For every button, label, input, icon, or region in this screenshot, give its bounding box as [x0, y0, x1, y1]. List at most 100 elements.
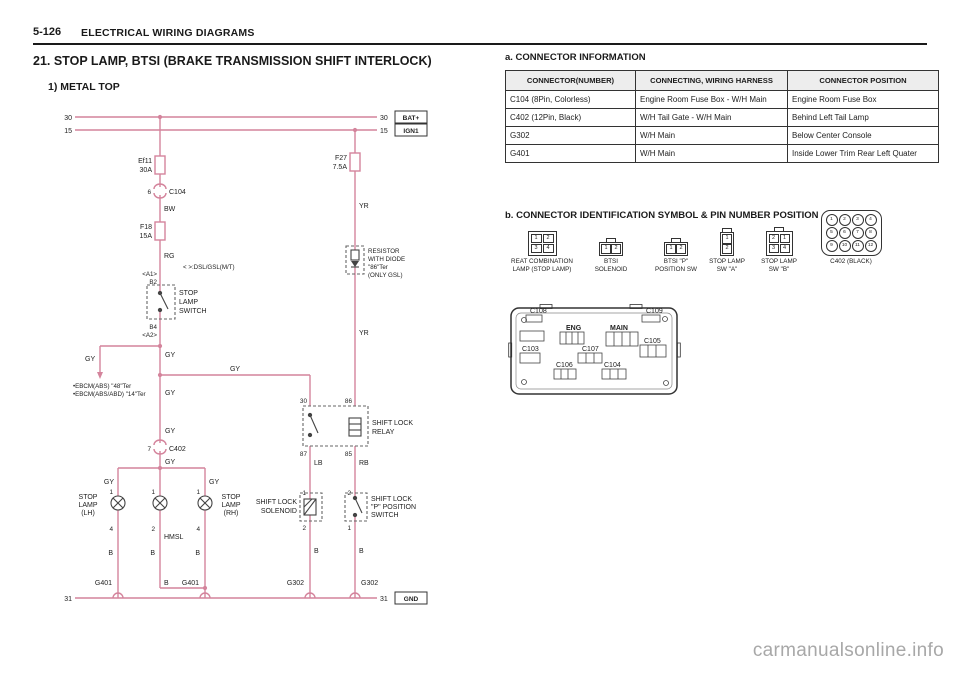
connector-12pin-icon: 1 2 3 4 5 6 7 8 9 10 11 12 [820, 210, 882, 256]
note-a1: <A1> [142, 271, 157, 278]
pin-number: 4 [542, 244, 554, 253]
solenoid-l1: SHIFT LOCK [256, 499, 297, 506]
lamp-lh-l1: STOP [79, 494, 98, 501]
pin-number: 3 [768, 244, 779, 253]
connector-latch [671, 238, 681, 242]
c402-pin: 7 [147, 446, 151, 453]
page-number: 5-126 [33, 26, 62, 38]
fusebox-label: C106 [556, 362, 573, 369]
fuse-f27-amp: 7.5A [333, 164, 348, 171]
pin-number: 1 [825, 214, 838, 226]
bat-box-label: BAT+ [403, 115, 420, 122]
table-cell: W/H Main [635, 126, 788, 145]
pin-number: 10 [838, 240, 851, 252]
table-cell: G401 [505, 144, 636, 163]
pin-number: 4 [864, 214, 877, 226]
wire-b-rh: B [195, 550, 200, 557]
pin-number: 3 [851, 214, 864, 226]
pin-number: 2 [676, 244, 686, 254]
pin-number: 2 [611, 244, 621, 254]
lamp-lh-l3: (LH) [81, 510, 95, 517]
fusebox-label: C108 [530, 308, 547, 315]
note-ebcm2: •EBCM(ABS/ABD) "14"Ter [73, 391, 146, 398]
pin-number: 11 [851, 240, 864, 252]
resistor-l4: (ONLY GSL) [368, 272, 403, 279]
ign-box-label: IGN1 [403, 128, 419, 135]
wire-rg: RG [164, 253, 175, 260]
component-symbols [110, 245, 369, 522]
pin-number: 2 [542, 234, 554, 243]
terminal-boxes: BAT+ IGN1 GND [394, 110, 428, 605]
table-cell: C104 (8Pin, Colorless) [505, 90, 636, 109]
caption-line: POSITION SW [655, 266, 697, 274]
wire-lb: LB [314, 460, 323, 467]
solenoid-pin1: 1 [302, 490, 306, 497]
wire-gy1: GY [85, 356, 95, 363]
resistor-l1: RESISTOR [368, 248, 400, 255]
c104-pin: 6 [147, 189, 151, 196]
table-cell: W/H Main [635, 144, 788, 163]
fuse-box-illustration: C108 C109 ENG MAIN C103 C107 C105 C106 C… [508, 303, 684, 401]
lamp-rh-l1: STOP [222, 494, 241, 501]
pin-number: 1 [666, 244, 676, 254]
wire-bw: BW [164, 206, 176, 213]
wire-b-lh: B [108, 550, 113, 557]
fuse-box-svg: C108 C109 ENG MAIN C103 C107 C105 C106 C… [508, 304, 681, 395]
stop-switch-l2: LAMP [179, 299, 198, 306]
wiring-diagram-svg: BAT+ IGN1 GND 30 30 15 15 31 31 Ef11 30A… [64, 110, 428, 605]
connector-4pin-grid-icon: 2 1 3 4 [765, 231, 793, 256]
pin-number: 2 [768, 234, 779, 243]
wire-gy5: GY [165, 428, 175, 435]
relay-pin85: 85 [345, 451, 353, 458]
heading-connector-information: a. CONNECTOR INFORMATION [505, 52, 646, 63]
caption-line: C402 (BLACK) [830, 258, 872, 265]
gnd-box-label: GND [404, 596, 419, 603]
fuse-f27-name: F27 [335, 155, 347, 162]
fusebox-label: C107 [582, 346, 599, 353]
fuse-box-labels: C108 C109 ENG MAIN C103 C107 C105 C106 C… [522, 308, 663, 369]
lamp-rh-l2: LAMP [221, 502, 240, 509]
symbol-btsi-solenoid: 1 2 [583, 206, 639, 256]
stop-switch-l3: SWITCH [179, 308, 207, 315]
symbol-caption: C402 (BLACK) [815, 258, 887, 266]
pin-number: 6 [838, 227, 851, 239]
ground-b-mid: B [164, 580, 169, 587]
connector-2pin-vertical-icon: 1 2 [720, 232, 734, 256]
pin-number: 4 [779, 244, 790, 253]
symbol-caption: REAT COMBINATION LAMP (STOP LAMP) [503, 258, 581, 274]
fuse-box-blocks [519, 314, 669, 386]
connector-4pin-icon: 1 2 3 4 [527, 231, 557, 256]
caption-line: STOP LAMP [761, 258, 797, 265]
rail31-left: 31 [64, 596, 72, 603]
lamp-rh-l3: (RH) [224, 510, 239, 517]
fusebox-label: ENG [566, 325, 582, 332]
pin-number: 2 [722, 244, 732, 254]
pin-number: 2 [838, 214, 851, 226]
section-subtitle: 1) METAL TOP [48, 81, 120, 93]
pin-number: 1 [601, 244, 611, 254]
caption-line: LAMP (STOP LAMP) [512, 266, 572, 274]
table-cell: Behind Left Tail Lamp [787, 108, 939, 127]
wire-gy3: GY [230, 366, 240, 373]
table-cell: Engine Room Fuse Box [787, 90, 939, 109]
table-cell: Inside Lower Trim Rear Left Quater [787, 144, 939, 163]
symbol-caption: BTSI "P" POSITION SW [647, 258, 705, 274]
fusebox-label: C104 [604, 362, 621, 369]
note-dsl: < >:DSL/GSL(M/T) [183, 264, 235, 271]
caption-line: STOP LAMP [709, 258, 745, 265]
header-cell: CONNECTOR(NUMBER) [505, 70, 636, 91]
symbol-stop-lamp-sw-b: 2 1 3 4 [752, 206, 806, 256]
wire-gy2: GY [165, 352, 175, 359]
pin-number: 1 [530, 234, 542, 243]
wire-yr1: YR [359, 203, 369, 210]
wire-b-hmsl: B [150, 550, 155, 557]
junction-dots [157, 114, 358, 591]
lamp-rh-pin1: 1 [196, 489, 200, 496]
lamp-rh-pin4: 4 [196, 526, 200, 533]
rail15-left: 15 [64, 128, 72, 135]
relay-pin87: 87 [300, 451, 308, 458]
pswitch-l1: SHIFT LOCK [371, 496, 412, 503]
pin-number: 5 [825, 227, 838, 239]
pin-number: 7 [851, 227, 864, 239]
caption-line: SW "B" [768, 266, 790, 274]
